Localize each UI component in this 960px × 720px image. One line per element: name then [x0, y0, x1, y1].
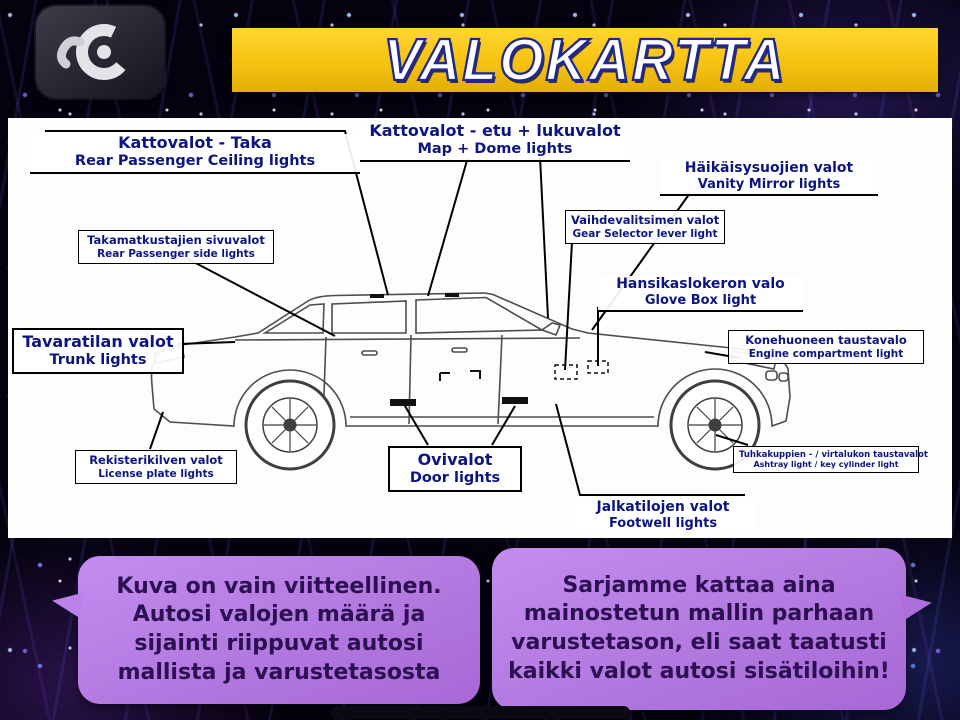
label-license-plate-lights: Rekisterikilven valot License plate ligh… — [75, 450, 237, 484]
label-glove-box-light: Hansikaslokeron valo Glove Box light — [598, 276, 803, 312]
label-text-fi: Konehuoneen taustavalo — [745, 333, 907, 347]
label-text-fi: Tavaratilan valot — [22, 332, 174, 351]
disclaimer-bubble: Kuva on vain viitteellinen. Autosi valoj… — [78, 556, 480, 704]
label-door-lights: Ovivalot Door lights — [388, 446, 522, 492]
label-text-en: Footwell lights — [608, 515, 718, 531]
label-text-fi: Häikäisysuojien valot — [684, 160, 854, 176]
label-text-en: Door lights — [409, 469, 501, 486]
page-title: VALOKARTTA — [382, 26, 787, 95]
brand-logo-icon — [56, 24, 132, 80]
label-text-en: Glove Box light — [644, 292, 757, 308]
label-text-en: License plate lights — [98, 467, 214, 480]
label-text-en: Rear Passenger Ceiling lights — [74, 152, 316, 169]
label-ashtray-key-cylinder-lights: Tuhkakuppien - / virtalukon taustavalot … — [733, 446, 928, 474]
light-map-panel: Kattovalot - Taka Rear Passenger Ceiling… — [8, 118, 952, 538]
front-ceiling-light-marker — [445, 293, 459, 297]
label-vanity-mirror-lights: Häikäisysuojien valot Vanity Mirror ligh… — [660, 160, 878, 196]
label-text-fi: Takamatkustajien sivuvalot — [87, 233, 265, 247]
leader-lines — [45, 130, 749, 496]
label-text-en: Map + Dome lights — [417, 140, 573, 157]
label-trunk-lights: Tavaratilan valot Trunk lights — [12, 328, 184, 374]
label-gear-selector-light: Vaihdevalitsimen valot Gear Selector lev… — [565, 210, 725, 244]
label-text-en: Vanity Mirror lights — [697, 176, 841, 192]
label-text-fi: Kattovalot - etu + lukuvalot — [369, 121, 621, 140]
rear-wheel — [244, 379, 336, 471]
rear-door-light-marker — [390, 399, 416, 406]
label-text-fi: Tuhkakuppien - / virtalukon taustavalot — [739, 450, 928, 460]
label-text-fi: Rekisterikilven valot — [89, 453, 223, 467]
label-rear-ceiling-lights: Kattovalot - Taka Rear Passenger Ceiling… — [30, 133, 360, 174]
footer-bar — [330, 706, 630, 719]
label-text-fi: Hansikaslokeron valo — [616, 276, 785, 292]
disclaimer-text: Kuva on vain viitteellinen. Autosi valoj… — [116, 573, 442, 685]
side-mirror — [540, 322, 562, 337]
title-banner: VALOKARTTA — [232, 26, 938, 95]
rear-ceiling-light-marker — [370, 294, 384, 298]
label-text-en: Trunk lights — [49, 351, 147, 368]
label-text-en: Engine compartment light — [748, 347, 904, 360]
brand-logo — [36, 6, 164, 98]
label-map-dome-lights: Kattovalot - etu + lukuvalot Map + Dome … — [360, 121, 630, 162]
label-rear-passenger-side-lights: Takamatkustajien sivuvalot Rear Passenge… — [78, 230, 274, 264]
label-text-fi: Ovivalot — [417, 450, 493, 469]
promise-bubble: Sarjamme kattaa aina mainostetun mallin … — [492, 548, 906, 710]
front-door-light-marker — [502, 397, 528, 404]
label-engine-compartment-light: Konehuoneen taustavalo Engine compartmen… — [728, 330, 924, 364]
label-text-fi: Vaihdevalitsimen valot — [571, 213, 720, 227]
label-text-fi: Jalkatilojen valot — [596, 499, 730, 515]
label-text-en: Rear Passenger side lights — [97, 247, 255, 260]
label-text-en: Ashtray light / key cylinder light — [753, 460, 899, 470]
label-footwell-lights: Jalkatilojen valot Footwell lights — [570, 499, 756, 531]
label-text-fi: Kattovalot - Taka — [118, 133, 272, 152]
label-text-en: Gear Selector lever light — [572, 227, 718, 240]
promise-text: Sarjamme kattaa aina mainostetun mallin … — [508, 572, 890, 684]
